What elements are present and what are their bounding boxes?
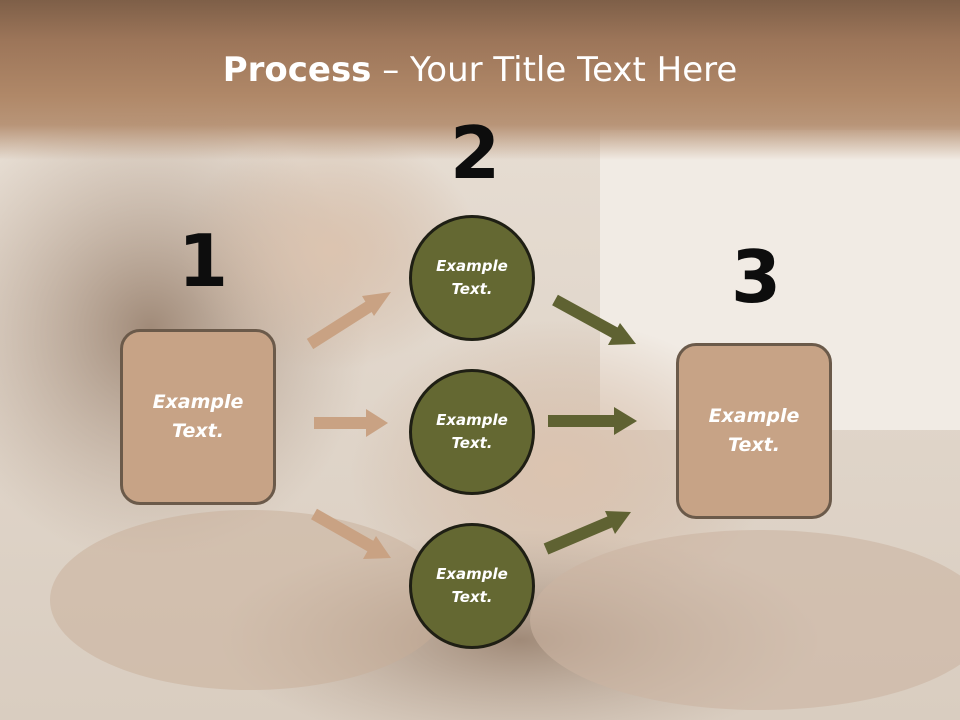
arrow-circle-1-to-box — [552, 294, 636, 345]
slide-title: Process – Your Title Text Here — [0, 50, 960, 90]
step-number-3: 3 — [731, 235, 782, 319]
arrow-circle-2-to-box — [548, 407, 637, 435]
title-rest: – Your Title Text Here — [371, 50, 738, 90]
title-band — [0, 0, 960, 160]
right-step-box: Example Text. — [676, 343, 832, 519]
circle-step-1: Example Text. — [409, 215, 535, 341]
circle-step-2: Example Text. — [409, 369, 535, 495]
circle-step-3-text: Example Text. — [436, 565, 508, 606]
left-step-text: Example Text. — [152, 391, 244, 442]
arrow-box-to-circle-1 — [306, 292, 391, 350]
arrow-box-to-circle-3 — [311, 508, 391, 559]
step-number-2: 2 — [450, 111, 501, 195]
arrow-circle-3-to-box — [543, 511, 631, 555]
right-step-text: Example Text. — [708, 405, 800, 456]
step-number-1: 1 — [178, 219, 229, 303]
circle-step-2-text: Example Text. — [436, 411, 508, 452]
title-bold: Process — [222, 50, 372, 90]
circle-step-3: Example Text. — [409, 523, 535, 649]
arrow-box-to-circle-2 — [314, 409, 388, 437]
circle-step-1-text: Example Text. — [436, 257, 508, 298]
left-step-box: Example Text. — [120, 329, 276, 505]
